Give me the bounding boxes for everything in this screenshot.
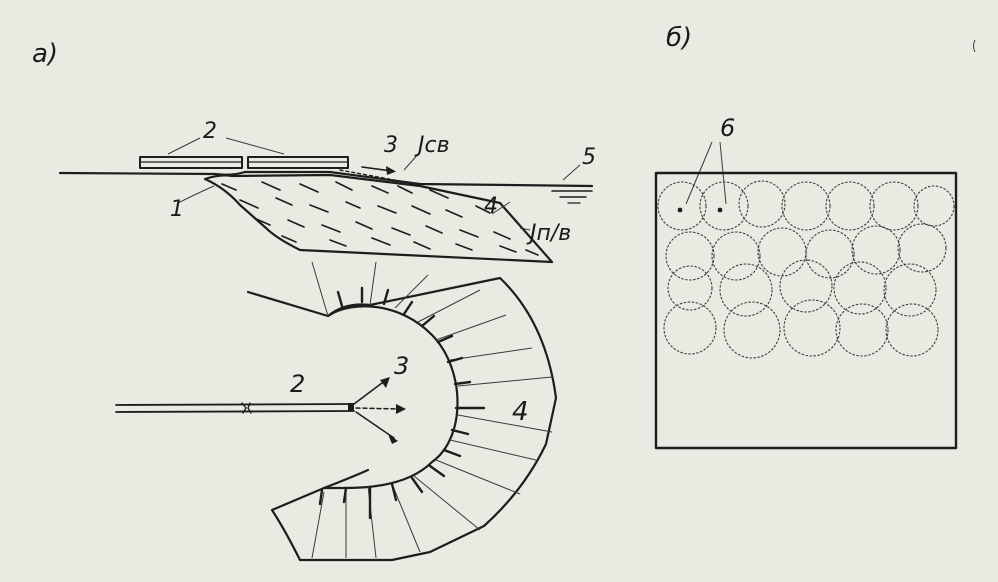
page-edge-mark	[973, 39, 976, 53]
section-label-jpv: Jп/в	[526, 221, 571, 246]
grouted-zone-outline	[203, 173, 554, 264]
water-lines	[551, 190, 593, 204]
plan-label-2: 2	[290, 370, 305, 398]
leader-5	[562, 164, 581, 181]
plan-pipe	[115, 402, 355, 414]
column-center-dot	[717, 207, 723, 213]
leader-4	[491, 201, 511, 215]
leader-1	[177, 185, 215, 204]
plan-inner-boundary	[322, 305, 459, 490]
panel-b-label-6: 6	[720, 114, 735, 142]
section-label-jsv: Jсв	[414, 133, 450, 158]
section-label-3: 3	[384, 133, 398, 158]
jet-trace-dotted	[339, 169, 406, 183]
pipe-section	[139, 156, 349, 169]
leader-2b	[225, 137, 285, 155]
grouted-zone-hatching	[221, 181, 539, 256]
panel-b-box	[654, 171, 958, 450]
ground-surface-line	[58, 170, 594, 188]
plan-label-3: 3	[394, 352, 409, 380]
section-label-2: 2	[203, 119, 217, 144]
leader-jpv	[519, 227, 531, 231]
section-label-1: 1	[170, 197, 184, 222]
plan-tick-marks	[318, 286, 486, 520]
pipe-joint	[241, 402, 247, 414]
grout-columns-frame	[654, 171, 958, 450]
jet-direction-arrow	[361, 166, 396, 175]
plan-outer-boundary	[246, 276, 558, 562]
leader-jsv	[403, 151, 421, 171]
leader-2a	[167, 137, 201, 155]
section-label-5: 5	[582, 145, 596, 170]
grout-column-circles	[657, 180, 955, 359]
section-label-4: 4	[484, 194, 498, 219]
column-center-dot	[677, 207, 683, 213]
plan-view: 2 3 4	[115, 261, 558, 562]
plan-jet-arrows	[353, 377, 406, 444]
plan-label-4: 4	[512, 397, 529, 427]
plan-radial-lines	[311, 261, 553, 559]
panel-b-label: б)	[666, 23, 692, 53]
cross-section: 2 1 3 Jсв 5 4 Jп/в	[58, 119, 596, 264]
panel-a-label: а)	[32, 39, 58, 69]
